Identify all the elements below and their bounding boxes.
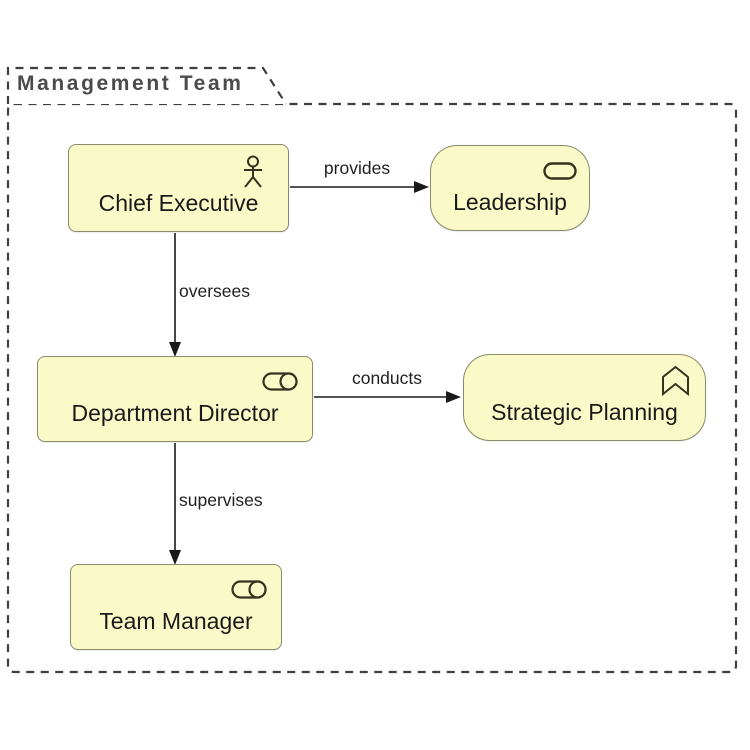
node-label: Team Manager — [99, 607, 253, 634]
node-label: Strategic Planning — [491, 398, 678, 425]
group-frame — [6, 102, 738, 674]
node-label: Leadership — [453, 188, 567, 215]
actor-icon — [244, 155, 262, 188]
node-label: Chief Executive — [98, 189, 259, 216]
role-icon — [262, 372, 298, 391]
rounded-pill-icon — [543, 162, 577, 180]
arrowhead-icon — [414, 181, 429, 193]
arrowhead-icon — [446, 391, 461, 403]
node-chief-executive: Chief Executive — [68, 144, 289, 232]
node-leadership: Leadership — [430, 145, 590, 231]
node-strategic-planning: Strategic Planning — [463, 354, 706, 441]
edge-supervises — [169, 443, 181, 565]
edge-conducts — [314, 391, 461, 403]
edge-label-provides: provides — [323, 158, 391, 178]
group-title: Management Team — [17, 72, 244, 95]
node-department-director: Department Director — [37, 356, 313, 442]
edge-label-conducts: conducts — [351, 368, 423, 388]
arrowhead-icon — [169, 550, 181, 565]
edge-label-oversees: oversees — [179, 281, 251, 301]
edge-provides — [290, 181, 429, 193]
chevron-icon — [662, 365, 689, 396]
edge-label-supervises: supervises — [179, 490, 263, 510]
role-icon — [231, 580, 267, 599]
edge-oversees — [169, 233, 181, 357]
arrowhead-icon — [169, 342, 181, 357]
node-team-manager: Team Manager — [70, 564, 282, 650]
node-label: Department Director — [71, 399, 279, 426]
group-tab — [6, 66, 287, 105]
